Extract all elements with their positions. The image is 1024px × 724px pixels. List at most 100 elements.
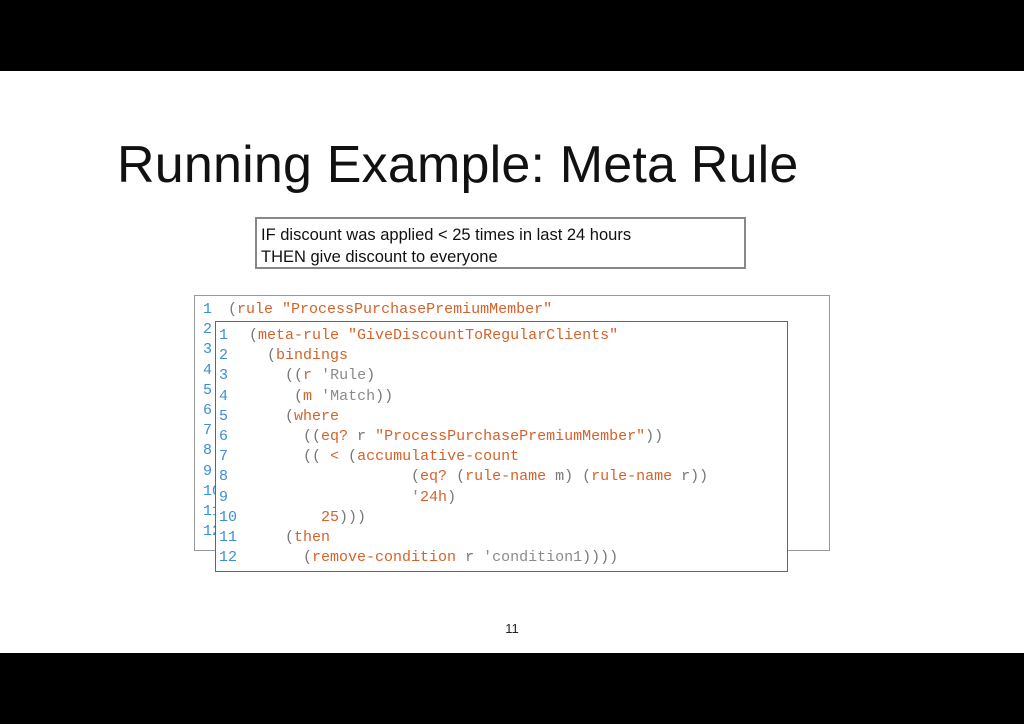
- line-number: 10: [219, 508, 238, 526]
- code-token: r: [348, 428, 376, 445]
- code-token: 24h: [420, 488, 448, 506]
- rule-keyword: rule: [237, 301, 274, 318]
- code-token: [339, 327, 348, 344]
- rule-name-string: "ProcessPurchasePremiumMember": [282, 301, 553, 318]
- code-line: 2 (bindings: [219, 346, 348, 366]
- code-line: 1 (meta-rule "GiveDiscountToRegularClient…: [219, 326, 618, 346]
- code-token: (: [411, 468, 421, 486]
- line-number: 6: [219, 428, 229, 445]
- code-token: ): [447, 488, 457, 506]
- code-token: [312, 367, 321, 384]
- code-token: ((: [285, 367, 304, 385]
- code-token: (: [447, 468, 466, 486]
- rule-line-number: 4: [203, 361, 213, 379]
- code-line: 5 (where: [219, 407, 339, 427]
- code-token: "GiveDiscountToRegularClients": [348, 327, 619, 344]
- code-line: 12 (remove-condition r 'condition1)))): [219, 548, 618, 568]
- code-line: 9 '24h): [219, 488, 456, 508]
- code-token: (: [249, 327, 259, 344]
- indent: [249, 408, 285, 425]
- code-token: eq?: [420, 468, 448, 486]
- code-token: 'Rule: [321, 367, 367, 385]
- condition-then-line: THEN give discount to everyone: [261, 248, 498, 266]
- rule-line-number: 2: [203, 321, 213, 339]
- code-token: ): [366, 367, 376, 385]
- line-number: 5: [219, 407, 229, 425]
- line-number: 8: [219, 468, 229, 486]
- code-line: 11 (then: [219, 528, 330, 548]
- page-number: 11: [505, 621, 519, 636]
- code-token: ))): [339, 508, 367, 526]
- code-token: (: [339, 448, 358, 466]
- line-number: 7: [219, 448, 229, 466]
- code-line: 7 (( < (accumulative-count: [219, 447, 519, 467]
- indent: [249, 367, 285, 384]
- rule-line-number: 8: [203, 442, 213, 460]
- code-token: )): [375, 387, 394, 405]
- code-token: r)): [672, 468, 709, 486]
- line-number: 9: [219, 488, 229, 506]
- line-number: 1: [219, 327, 229, 344]
- code-token: accumulative-count: [357, 448, 520, 466]
- code-token: ': [411, 488, 421, 506]
- code-token: remove-condition: [312, 549, 457, 567]
- code-token: )): [645, 428, 664, 445]
- line-number: 12: [219, 549, 238, 567]
- code-token: [312, 388, 321, 405]
- code-token: (: [303, 549, 313, 567]
- code-token: where: [294, 407, 340, 425]
- rule-first-line: (rule "ProcessPurchasePremiumMember": [228, 300, 552, 320]
- rule-open-paren: (: [228, 301, 238, 318]
- code-token: (: [294, 387, 304, 405]
- code-token: rule-name: [591, 468, 673, 486]
- code-token: (: [285, 529, 295, 546]
- line-number: 3: [219, 367, 229, 385]
- code-token: m: [303, 387, 313, 405]
- code-token: meta-rule: [258, 327, 340, 344]
- indent: [249, 468, 411, 485]
- code-token: ((: [303, 448, 331, 466]
- code-token: r: [456, 549, 484, 567]
- slide: Running Example: Meta Rule IF discount w…: [0, 71, 1024, 653]
- code-token: "ProcessPurchasePremiumMember": [375, 428, 646, 445]
- code-line: 6 ((eq? r "ProcessPurchasePremiumMember"…: [219, 427, 663, 447]
- code-line: 10 25))): [219, 508, 366, 528]
- rule-line-number: 6: [203, 402, 213, 420]
- code-token: (: [267, 347, 277, 365]
- code-token: bindings: [276, 347, 349, 365]
- code-line: 3 ((r 'Rule): [219, 366, 375, 386]
- code-token: r: [303, 367, 313, 385]
- indent: [249, 529, 285, 546]
- line-number: 4: [219, 387, 229, 405]
- indent: [249, 347, 267, 364]
- indent: [249, 509, 321, 526]
- meta-rule-code-block: 1(meta-rule "GiveDiscountToRegularClient…: [215, 321, 788, 572]
- code-token: m) (: [546, 468, 592, 486]
- code-token: )))): [582, 549, 619, 567]
- indent: [249, 489, 411, 506]
- code-line: 4 (m 'Match)): [219, 387, 393, 407]
- code-token: 'Match: [321, 387, 376, 405]
- code-token: ((: [303, 428, 322, 445]
- code-line: 8 (eq? (rule-name m) (rule-name r)): [219, 467, 708, 487]
- code-token: 'condition1: [483, 549, 583, 567]
- indent: [249, 448, 303, 465]
- indent: [249, 428, 303, 445]
- rule-line-number: 5: [203, 381, 213, 399]
- line-number: 11: [219, 529, 238, 546]
- indent: [249, 549, 303, 566]
- rule-line-number: 1: [203, 301, 213, 318]
- code-token: <: [330, 448, 340, 466]
- code-token: rule-name: [465, 468, 547, 486]
- code-token: then: [294, 529, 331, 546]
- rule-line-number: 3: [203, 341, 213, 359]
- line-number: 2: [219, 347, 229, 365]
- condition-box: IF discount was applied < 25 times in la…: [255, 217, 746, 269]
- code-token: eq?: [321, 428, 349, 445]
- condition-if-line: IF discount was applied < 25 times in la…: [261, 226, 632, 244]
- code-token: 25: [321, 508, 340, 526]
- rule-line-number: 7: [203, 422, 213, 440]
- slide-title: Running Example: Meta Rule: [117, 136, 799, 194]
- code-token: (: [285, 407, 295, 425]
- rule-line-number: 9: [203, 462, 213, 480]
